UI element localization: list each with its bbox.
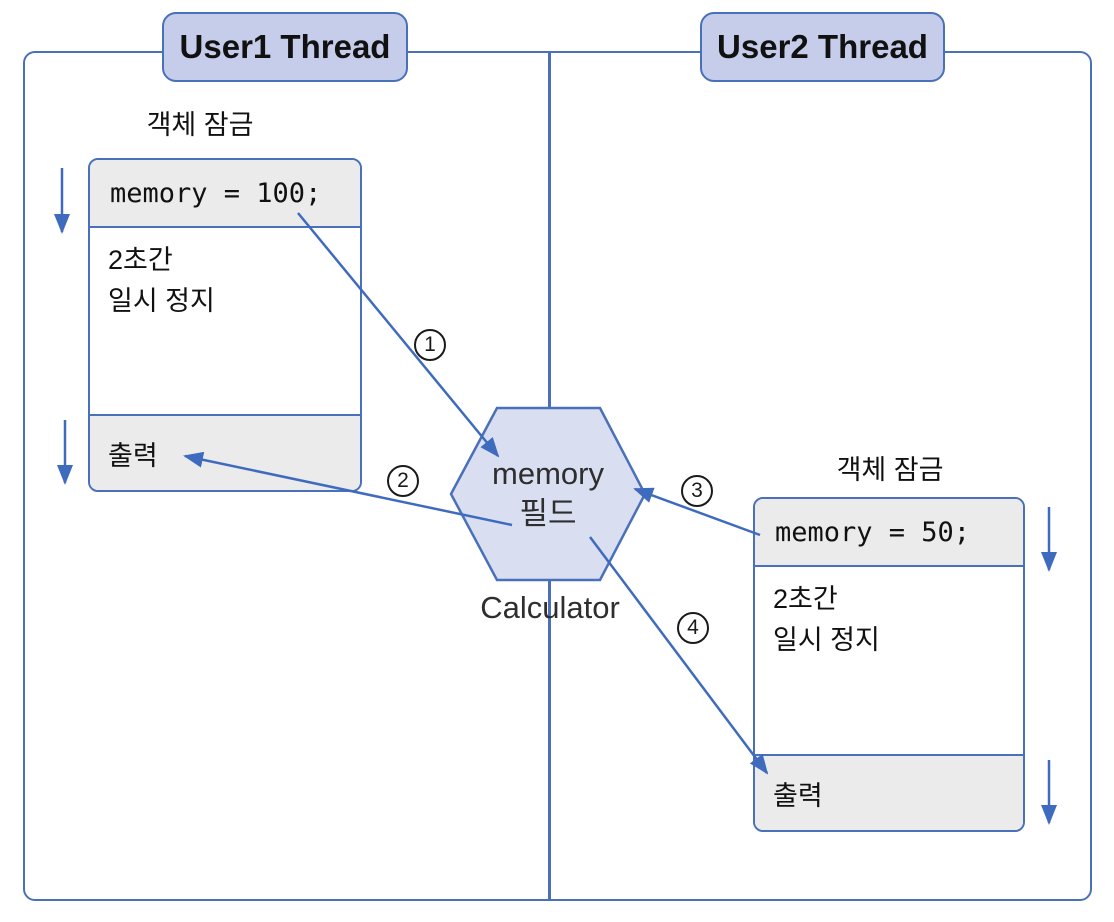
user2-thread-title-text: User2 Thread	[717, 28, 928, 65]
user2-output-row: 출력	[755, 754, 1023, 830]
user2-lock-label: 객체 잠금	[836, 455, 944, 485]
user1-code-text: memory = 100;	[110, 177, 322, 209]
user2-thread-title: User2 Thread	[700, 12, 945, 82]
user2-pause-line1: 2초간	[773, 584, 838, 614]
step-badge-3: 3	[681, 475, 713, 507]
user1-pause-line1: 2초간	[108, 245, 173, 275]
user2-code-row: memory = 50;	[755, 499, 1023, 567]
user1-output-row: 출력	[90, 414, 360, 490]
user1-code-row: memory = 100;	[90, 160, 360, 228]
user1-thread-title: User1 Thread	[162, 12, 408, 82]
user2-pause-row: 2초간 일시 정지	[755, 567, 1023, 754]
user1-lock-label: 객체 잠금	[146, 110, 254, 140]
step-badge-1: 1	[414, 329, 446, 361]
memory-field-line1: memory	[492, 455, 604, 491]
user1-pause-row: 2초간 일시 정지	[90, 228, 360, 414]
outer-frame	[23, 51, 1092, 901]
user2-code-text: memory = 50;	[775, 516, 971, 548]
user1-thread-title-text: User1 Thread	[179, 28, 391, 65]
user1-pause-line2: 일시 정지	[108, 285, 215, 316]
user1-output-label: 출력	[108, 440, 158, 471]
user1-execution-box: memory = 100; 2초간 일시 정지 출력	[88, 158, 362, 492]
step-badge-2: 2	[387, 465, 419, 497]
step-badge-4: 4	[677, 612, 709, 644]
memory-field-label: memory 필드	[451, 408, 645, 580]
memory-field-line2: 필드	[519, 496, 577, 531]
user2-pause-line2: 일시 정지	[773, 624, 880, 655]
calculator-object-label: Calculator	[480, 590, 620, 625]
user2-output-label: 출력	[773, 780, 823, 811]
user2-execution-box: memory = 50; 2초간 일시 정지 출력	[753, 497, 1025, 832]
